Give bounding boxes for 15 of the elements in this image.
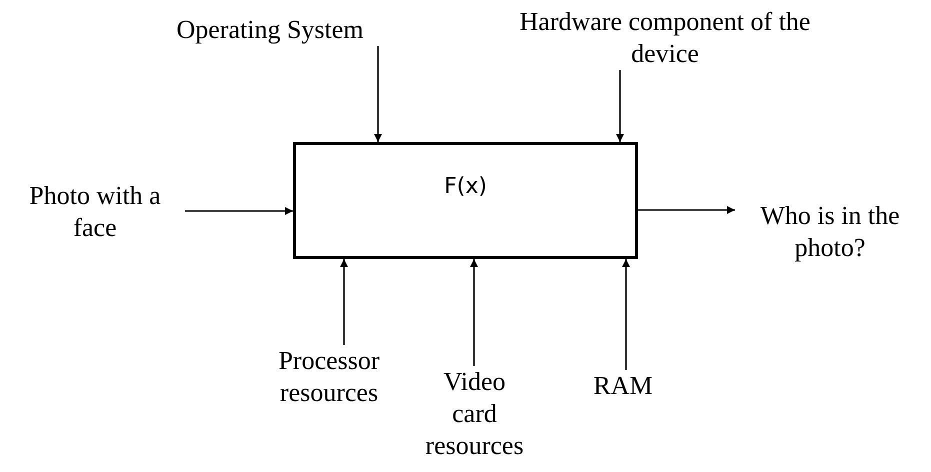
input-label: Operating System — [140, 14, 400, 46]
resource-label: Processor resources — [262, 345, 396, 409]
process-box: F(x) — [293, 142, 638, 259]
arrow — [616, 70, 624, 142]
mechanism-label: Hardware component of the device — [500, 6, 830, 70]
resource-label: Video card resources — [422, 366, 527, 462]
arrow — [185, 207, 293, 215]
output-label: Who is in the photo? — [735, 200, 925, 264]
arrow — [340, 259, 348, 345]
resource-label: RAM — [578, 370, 668, 402]
arrow — [622, 259, 630, 370]
arrow — [470, 259, 478, 366]
input-label: Photo with a face — [5, 180, 185, 244]
arrow — [374, 46, 382, 142]
arrow — [638, 206, 735, 214]
